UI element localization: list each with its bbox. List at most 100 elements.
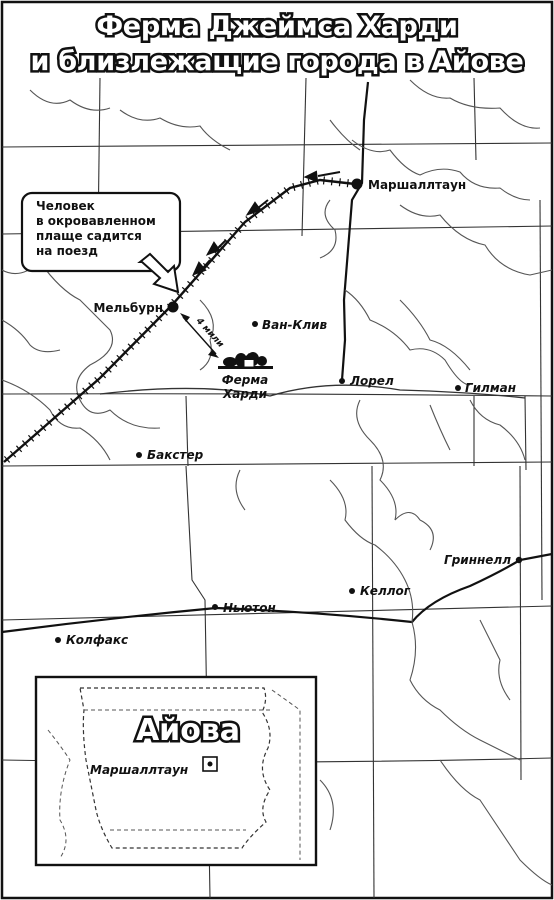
railway-tie [116,354,123,362]
railway-tie [176,292,184,300]
inset-marker-dot [207,761,213,767]
railway-tie [187,280,194,288]
callout-line1: Человек [36,199,95,213]
farm-label-line2: Харди [222,387,268,401]
town-gilman: Гилман [455,381,516,395]
town-label-melbourne: Мельбурн [93,301,163,315]
highway-north-south [340,81,370,381]
railway-tie [161,309,168,316]
railway-tie [322,176,326,185]
callout: Человек в окровавленном плаще садится на… [20,191,182,294]
callout-line2: в окровавленном [36,214,156,228]
map-title-line1: Ферма Джеймса Харди [96,11,457,42]
town-baxter: Бакстер [136,448,204,462]
railway-tie [133,337,140,345]
railway-tie [70,398,77,405]
town-dot-gilman [455,385,461,391]
hardy-farm: Ферма Харди [218,352,273,401]
railway-tie [46,419,53,426]
railway-tie [270,196,277,204]
town-laurel: Лорел [339,374,394,388]
railway-tie [208,256,216,264]
railway-tie [99,371,107,379]
railway-tie [28,434,35,442]
town-label-gilman: Гилман [465,381,516,395]
railway-tie [229,232,237,240]
railway-tie [40,424,47,432]
town-kellogg: Келлог [349,584,411,598]
town-van-cleve: Ван-Клив [252,318,328,332]
railway-tie [138,332,146,339]
railway-tie [82,387,89,395]
town-melbourne: Мельбурн [93,301,179,315]
town-dot-colfax [55,637,61,643]
town-label-laurel: Лорел [349,374,394,388]
railway-tie [292,182,296,191]
callout-line3: плаще садится [36,229,142,243]
railway-tie [76,392,83,400]
town-dot-marshalltown [351,178,363,190]
railway-tie [110,360,118,367]
road-east-west [99,384,526,399]
railway-tie [34,429,41,437]
railway-tie [105,366,112,373]
town-label-baxter: Бакстер [147,448,204,462]
farm-label-line1: Ферма [222,373,269,387]
railway-tie [64,403,71,411]
town-label-marshalltown: Маршаллтаун [368,178,466,192]
railway-tie [88,382,95,390]
inset-marker-label: Маршаллтаун [90,763,188,777]
railway-tie [307,178,311,187]
railway-tie [150,320,157,328]
rivers [1,79,553,886]
town-label-kellogg: Келлог [360,584,411,598]
town-grinnell: Гриннелл [444,553,523,567]
railway-tie [330,177,333,186]
railway-tie [9,450,17,458]
railway-tie [94,376,101,384]
railway-tie [21,440,29,447]
distance-arrowhead-end [208,350,219,358]
railway-tie [192,274,200,282]
town-dot-laurel [339,378,345,384]
town-newton: Ньютон [212,601,276,615]
iowa-outline [79,687,271,849]
railway-tie [58,408,65,416]
railway-tie [181,286,189,294]
town-dot-van-cleve [252,321,258,327]
town-dot-baxter [136,452,142,458]
railway [3,176,356,463]
inset-iowa: Айова Маршаллтаун [34,675,318,867]
railway-tie [122,349,129,356]
railway-tie [52,413,59,421]
railway-tie [283,187,290,195]
town-dot-grinnell [515,556,523,564]
inset-frame [34,675,318,867]
train-direction-arrows [192,170,341,276]
inset-title: Айова [136,713,240,748]
town-label-colfax: Колфакс [66,633,128,647]
town-label-newton: Ньютон [223,601,276,615]
railway-tie [239,220,247,227]
railway-tie [15,445,23,453]
railway-tie [234,226,242,234]
interstate-80 [1,552,553,634]
callout-arrow [137,252,180,294]
town-marshalltown: Маршаллтаун [351,178,466,192]
railway-tie [127,343,135,350]
callout-box [20,191,182,273]
town-dot-kellogg [349,588,355,594]
railway-tie [277,191,283,200]
railway-tie [299,180,304,189]
map-title-line2: и близлежащие города в Айове [30,46,523,77]
town-dot-newton [212,604,218,610]
town-label-van-cleve: Ван-Клив [262,318,328,332]
farm-trees-icon [218,352,273,369]
railway-tie [144,326,152,333]
railway-tie [155,314,163,322]
railway-tie [338,178,341,187]
town-dot-melbourne [167,301,179,313]
callout-line4: на поезд [36,244,98,258]
railway-tie [346,179,349,188]
